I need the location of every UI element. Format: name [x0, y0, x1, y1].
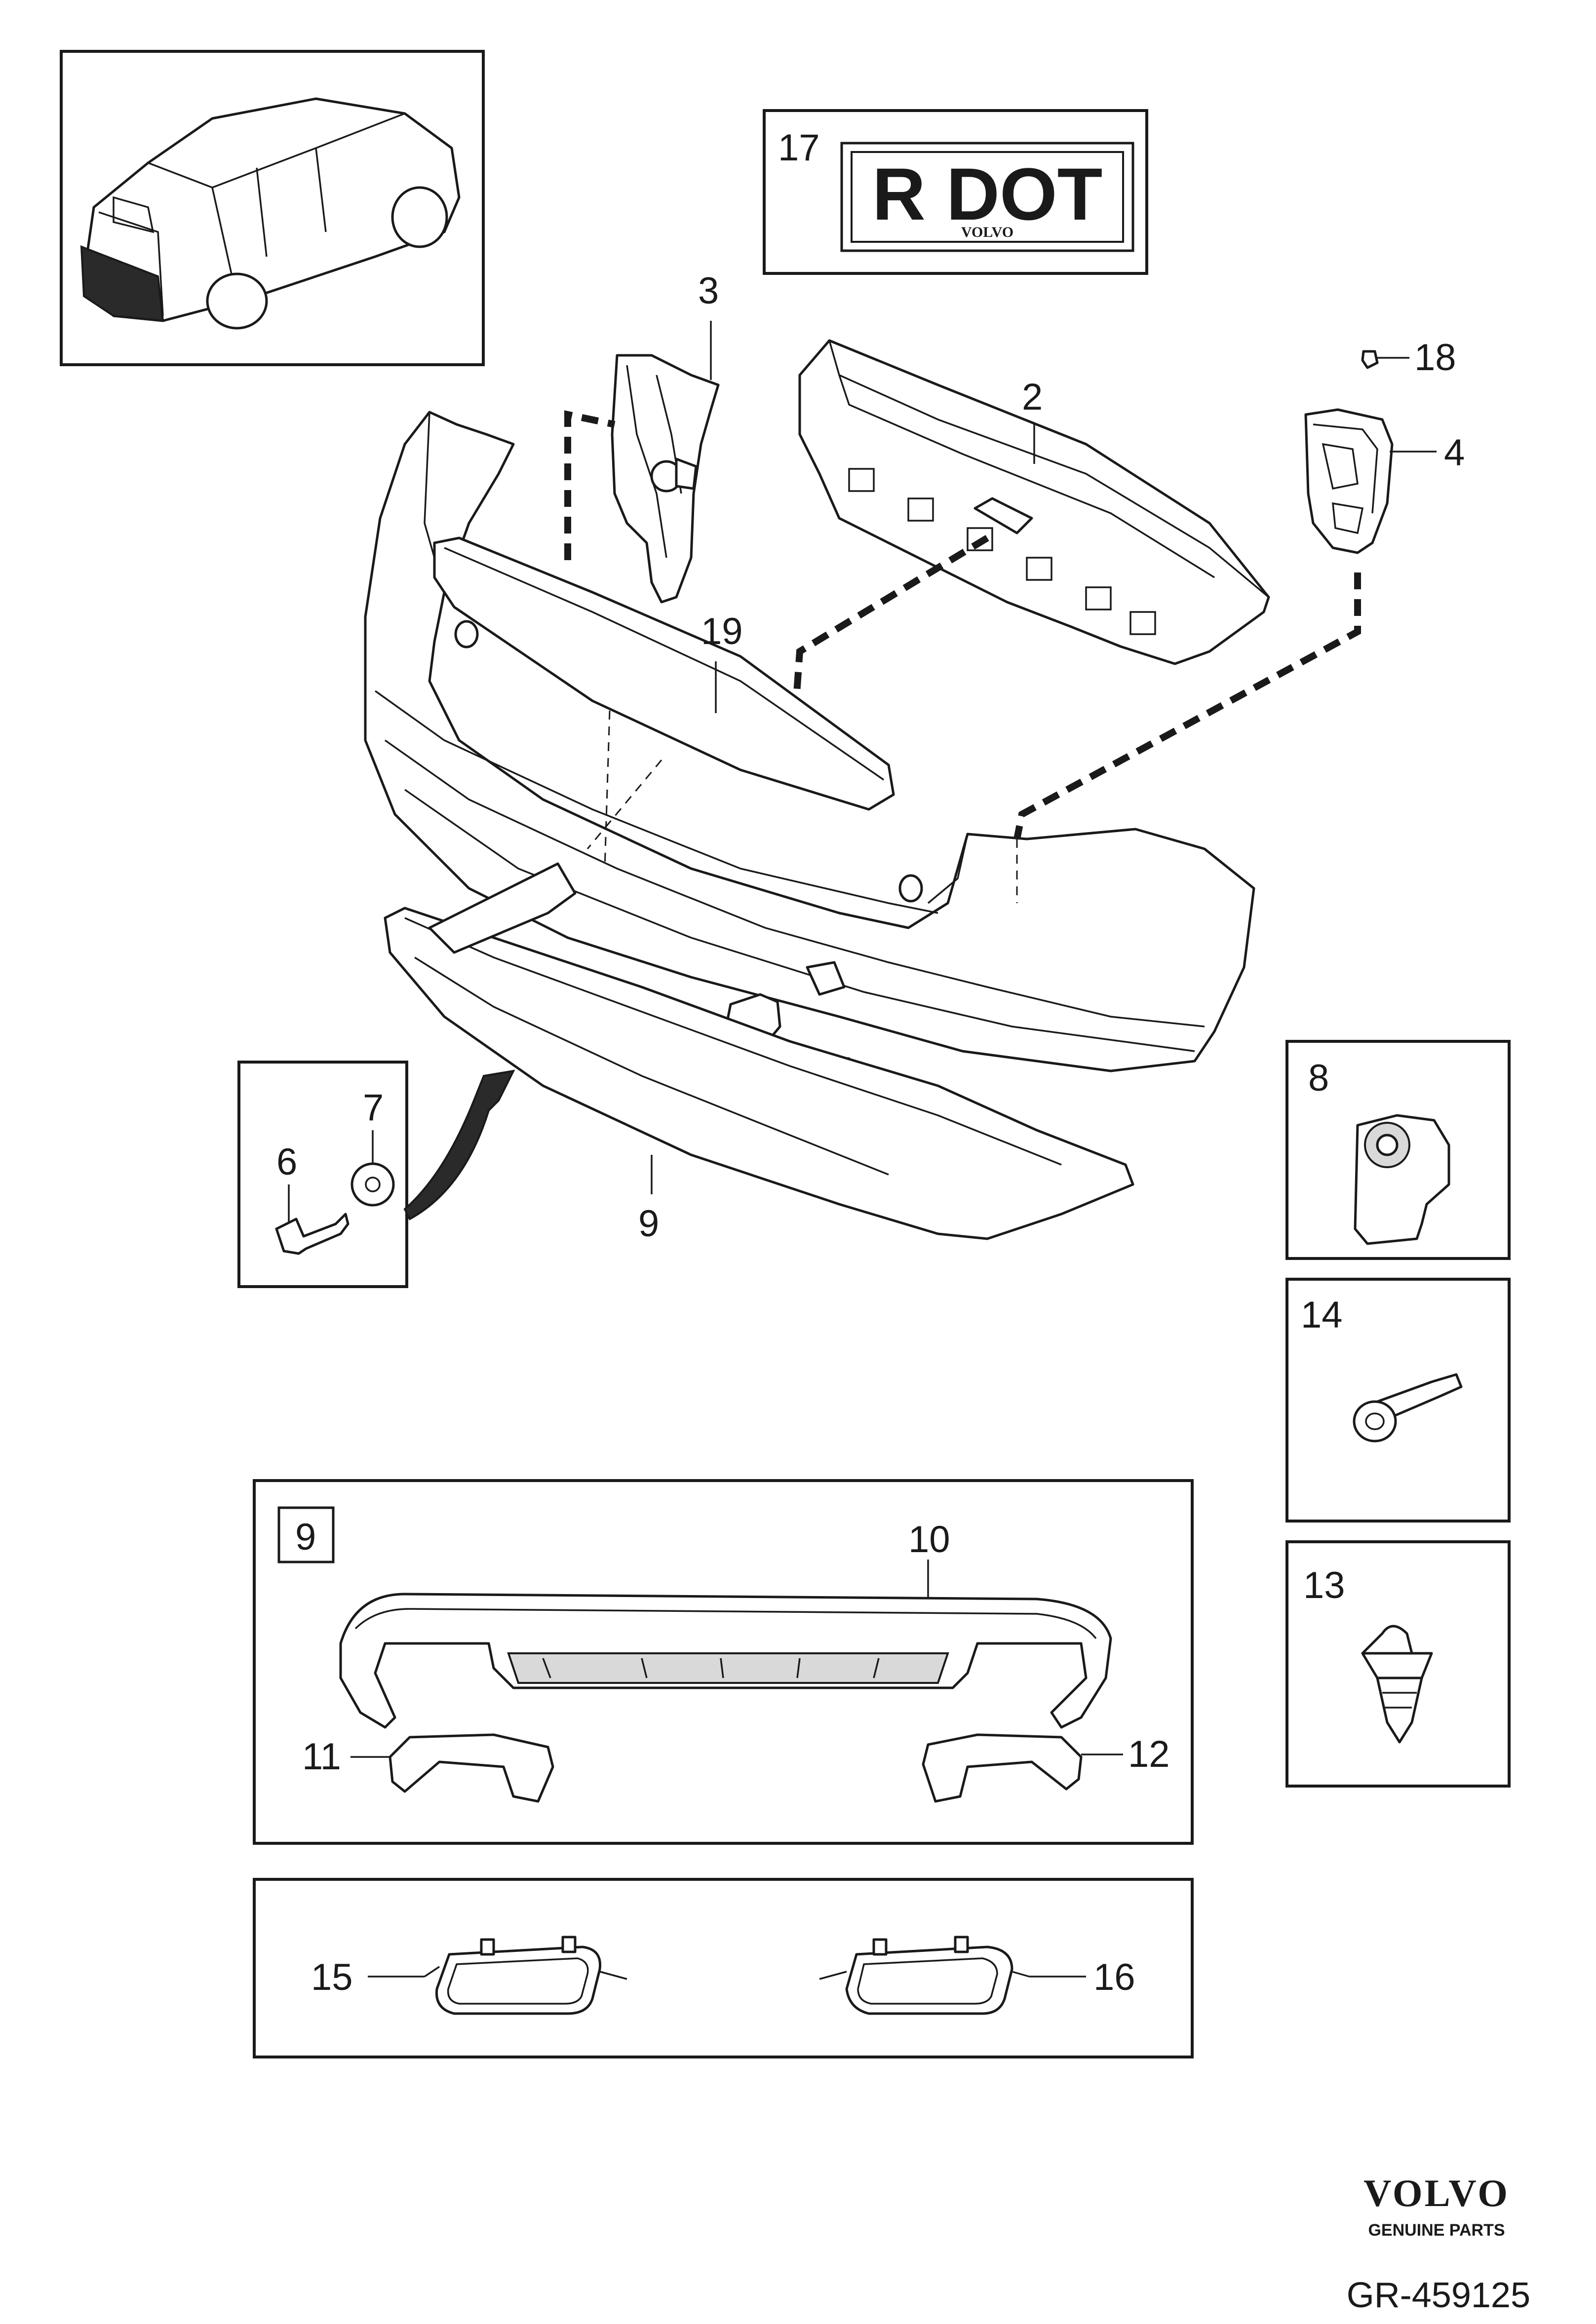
callout-16: 16	[1093, 1956, 1135, 1998]
label-plate-subtext: VOLVO	[961, 224, 1013, 240]
brand-tagline: GENUINE PARTS	[1368, 2221, 1505, 2240]
footer: VOLVO GENUINE PARTS GR-459125	[1347, 2172, 1530, 2315]
rear-bumper-cover	[364, 411, 1255, 1072]
part-17-label-plate-box: 17 R DOT VOLVO	[763, 109, 1148, 275]
callout-15: 15	[311, 1956, 353, 1998]
callout-3: 3	[698, 270, 719, 312]
part-3-side-bracket: 3	[611, 270, 720, 604]
part-13-push-clip-box: 13	[1285, 1540, 1511, 1788]
callout-19: 19	[701, 610, 743, 652]
part-6-7-fastener-box: 7 6	[237, 1061, 515, 1288]
callout-2: 2	[1022, 376, 1043, 418]
part-4-mounting-bracket: 4	[1304, 408, 1465, 554]
callout-18: 18	[1414, 337, 1456, 379]
part-9-detail-box: 9 10 11 12	[253, 1479, 1194, 1845]
callout-10: 10	[908, 1519, 950, 1561]
screw-icon	[275, 1213, 350, 1255]
callout-8: 8	[1308, 1057, 1329, 1099]
label-plate-text: R DOT	[872, 152, 1103, 235]
part-15-16-exhaust-trim-box: 15 16	[253, 1878, 1194, 2058]
callout-11: 11	[302, 1736, 341, 1778]
callout-17: 17	[778, 127, 820, 169]
part-14-bolt-box: 14	[1285, 1278, 1511, 1523]
part-8-nut-box: 8	[1285, 1040, 1511, 1260]
callout-12: 12	[1128, 1733, 1170, 1775]
part-18-screw: 18	[1361, 337, 1456, 379]
connector-4-to-bumper	[1013, 572, 1361, 840]
part-9-lower-skirt: 9	[384, 862, 1134, 1245]
callout-14: 14	[1301, 1294, 1343, 1336]
diagram-reference: GR-459125	[1347, 2276, 1530, 2315]
part-2-crossmember: 2	[798, 339, 1270, 665]
callout-6: 6	[276, 1141, 297, 1183]
callout-13: 13	[1303, 1564, 1345, 1606]
callout-9-box: 9	[295, 1516, 316, 1558]
callout-9-main: 9	[638, 1203, 659, 1245]
connector-3-to-bumper	[564, 410, 616, 560]
insert-right	[922, 1733, 1083, 1803]
part-19-trim-strip: 19	[433, 536, 895, 811]
vehicle-overview-thumbnail	[60, 50, 485, 366]
push-clip-icon	[1361, 1625, 1413, 1655]
arrow-icon	[403, 1069, 515, 1220]
washer-icon	[350, 1162, 395, 1207]
callout-7: 7	[363, 1087, 384, 1129]
connector-2-to-bumper	[791, 535, 989, 721]
brand-logo-text: VOLVO	[1363, 2172, 1510, 2214]
callout-4: 4	[1444, 432, 1465, 474]
insert-left	[389, 1733, 554, 1803]
